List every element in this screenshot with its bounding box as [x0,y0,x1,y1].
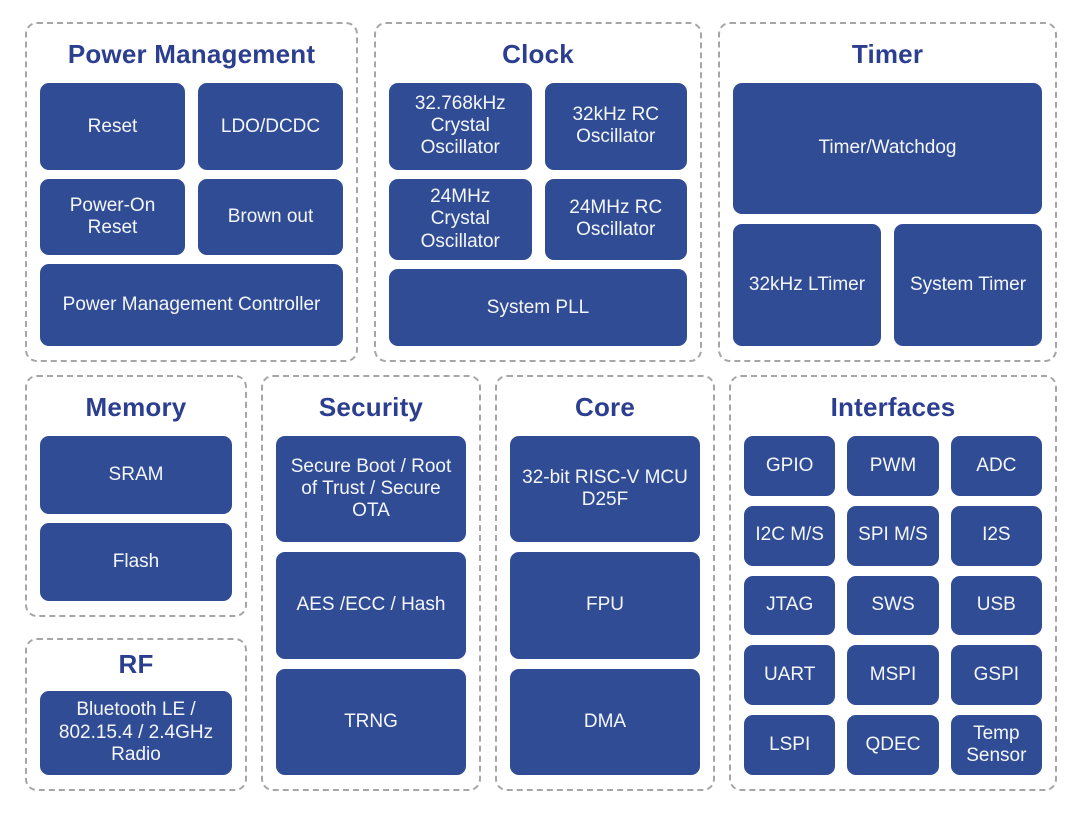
power-management-blocks: Reset LDO/DCDC Power-On Reset Brown out … [40,83,343,346]
block-bluetooth-le-radio: Bluetooth LE / 802.15.4 / 2.4GHz Radio [40,691,232,775]
section-timer: Timer Timer/Watchdog 32kHz LTimer System… [718,22,1057,362]
block-jtag: JTAG [744,575,836,636]
block-adc: ADC [950,436,1042,496]
block-dma: DMA [510,668,700,775]
block-32khz-rc-oscillator: 32kHz RC Oscillator [544,83,687,170]
block-mspi: MSPI [847,645,939,706]
block-brown-out: Brown out [198,179,343,255]
block-32bit-riscv-mcu-d25f: 32-bit RISC-V MCU D25F [510,436,700,543]
memory-title: Memory [85,392,187,422]
block-system-timer: System Timer [894,224,1042,346]
interfaces-blocks: GPIO PWM ADC I2C M/S SPI M/S I2S JTAG SW… [744,436,1042,775]
rf-title: RF [118,649,154,679]
block-pwm: PWM [847,436,939,496]
section-clock: Clock 32.768kHz Crystal Oscillator 32kHz… [374,22,702,362]
block-qdec: QDEC [847,715,939,775]
block-spi-ms: SPI M/S [847,505,939,566]
section-power-management: Power Management Reset LDO/DCDC Power-On… [25,22,358,362]
block-sram: SRAM [40,436,232,514]
bottom-row: Memory SRAM Flash RF Bluetooth LE / 802.… [25,375,1057,791]
section-memory: Memory SRAM Flash [25,375,247,617]
power-management-title: Power Management [67,39,316,69]
block-ldo-dcdc: LDO/DCDC [198,83,343,171]
block-usb: USB [950,575,1042,636]
core-title: Core [574,392,636,422]
clock-blocks: 32.768kHz Crystal Oscillator 32kHz RC Os… [389,83,687,346]
block-sws: SWS [847,575,939,636]
memory-rf-column: Memory SRAM Flash RF Bluetooth LE / 802.… [25,375,247,791]
block-flash: Flash [40,523,232,601]
block-aes-ecc-hash: AES /ECC / Hash [276,552,466,659]
block-temp-sensor: Temp Sensor [950,715,1042,775]
block-timer-watchdog: Timer/Watchdog [733,83,1042,215]
section-interfaces: Interfaces GPIO PWM ADC I2C M/S SPI M/S … [729,375,1057,791]
interfaces-title: Interfaces [830,392,956,422]
block-24mhz-crystal-oscillator: 24MHz Crystal Oscillator [389,178,532,261]
timer-title: Timer [851,39,924,69]
block-system-pll: System PLL [389,269,687,346]
section-core: Core 32-bit RISC-V MCU D25F FPU DMA [495,375,715,791]
rf-blocks: Bluetooth LE / 802.15.4 / 2.4GHz Radio [40,691,232,775]
block-32khz-ltimer: 32kHz LTimer [733,224,881,346]
block-power-management-controller: Power Management Controller [40,263,343,346]
block-uart: UART [744,645,836,706]
block-power-on-reset: Power-On Reset [40,179,185,255]
memory-blocks: SRAM Flash [40,436,232,601]
block-gspi: GSPI [950,645,1042,706]
block-gpio: GPIO [744,436,836,496]
section-rf: RF Bluetooth LE / 802.15.4 / 2.4GHz Radi… [25,638,247,791]
security-blocks: Secure Boot / Root of Trust / Secure OTA… [276,436,466,775]
security-title: Security [318,392,424,422]
block-lspi: LSPI [744,715,836,775]
clock-title: Clock [502,39,574,69]
block-32768khz-crystal-oscillator: 32.768kHz Crystal Oscillator [389,83,532,170]
block-i2s: I2S [950,505,1042,566]
block-fpu: FPU [510,552,700,659]
core-blocks: 32-bit RISC-V MCU D25F FPU DMA [510,436,700,775]
block-secure-boot-root-of-trust-secure-ota: Secure Boot / Root of Trust / Secure OTA [276,436,466,543]
top-row: Power Management Reset LDO/DCDC Power-On… [25,22,1057,362]
timer-blocks: Timer/Watchdog 32kHz LTimer System Timer [733,83,1042,346]
block-24mhz-rc-oscillator: 24MHz RC Oscillator [544,178,687,261]
block-trng: TRNG [276,668,466,775]
block-i2c-ms: I2C M/S [744,505,836,566]
block-reset: Reset [40,83,185,171]
section-security: Security Secure Boot / Root of Trust / S… [261,375,481,791]
